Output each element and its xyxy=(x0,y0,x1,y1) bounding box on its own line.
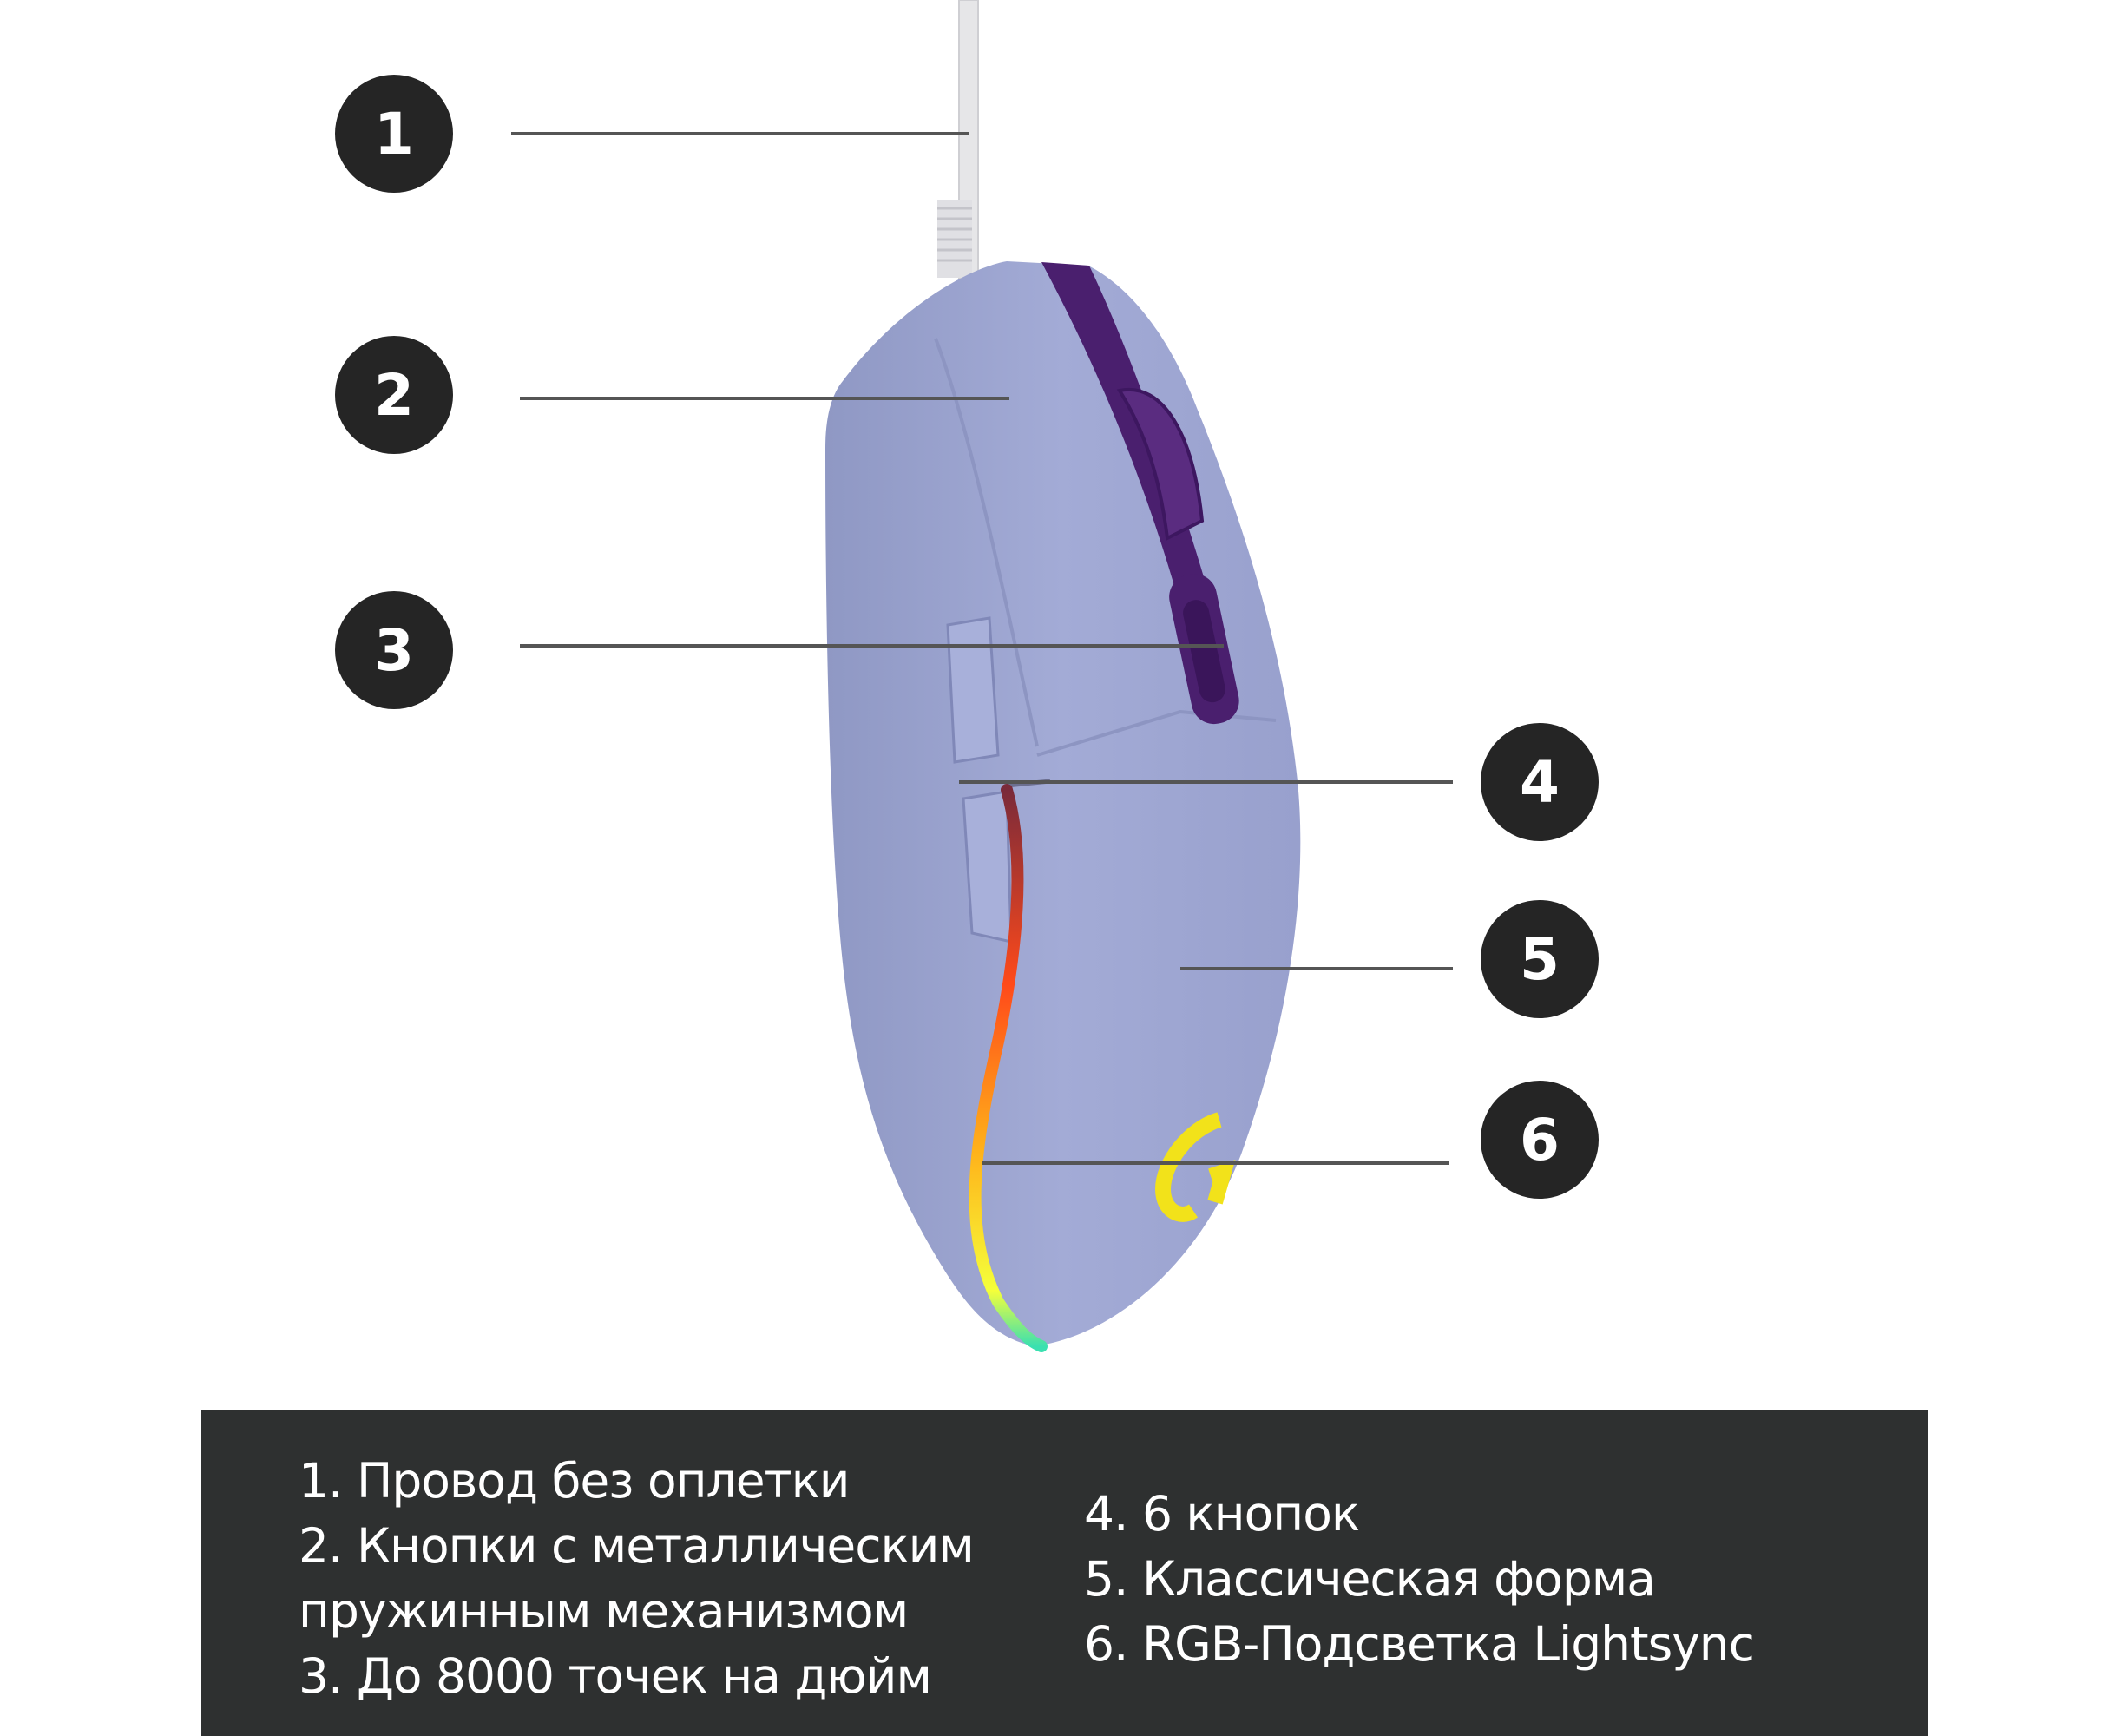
scroll-wheel-icon xyxy=(1116,387,1205,542)
mouse-body xyxy=(825,261,1301,1346)
side-button-forward xyxy=(946,616,1000,764)
feature-item: 1. Провод без оплетки xyxy=(299,1453,851,1509)
logitech-g-logo xyxy=(1154,1112,1236,1222)
features-panel: 1. Провод без оплетки 2. Кнопки с металл… xyxy=(201,1410,1928,1736)
callout-lines xyxy=(511,132,1453,1165)
rgb-light-strip xyxy=(969,784,1048,1352)
feature-item: 2. Кнопки с металлическим xyxy=(299,1518,975,1574)
feature-item: 3. До 8000 точек на дюйм xyxy=(299,1648,932,1704)
feature-item: 6. RGB-Подсветка Lightsync xyxy=(1084,1616,1755,1672)
callout-badge-3: 3 xyxy=(335,591,453,709)
cable-strain-relief xyxy=(937,200,972,278)
feature-item: пружинным механизмом xyxy=(299,1583,909,1639)
feature-item: 5. Классическая форма xyxy=(1084,1551,1656,1607)
callout-badge-4: 4 xyxy=(1481,723,1599,841)
callout-badge-5: 5 xyxy=(1481,900,1599,1018)
side-button-back xyxy=(962,790,1013,944)
feature-item: 4. 6 кнопок xyxy=(1084,1486,1360,1542)
callout-badge-2: 2 xyxy=(335,336,453,454)
callout-badge-6: 6 xyxy=(1481,1081,1599,1199)
features-left-column: 1. Провод без оплетки 2. Кнопки с металл… xyxy=(299,1449,975,1709)
features-right-column: 4. 6 кнопок 5. Классическая форма 6. RGB… xyxy=(1084,1482,1755,1677)
callout-badge-1: 1 xyxy=(335,75,453,193)
